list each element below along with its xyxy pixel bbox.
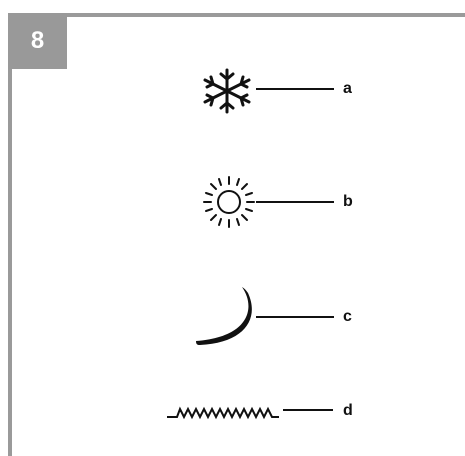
legend-item-a: a: [0, 60, 465, 120]
zigzag-wire-icon: [167, 406, 279, 420]
snowflake-icon: [203, 68, 251, 114]
frame-left-border: [8, 13, 12, 456]
leader-line-a: [256, 88, 334, 90]
leader-line-c: [256, 316, 334, 318]
label-d: d: [343, 402, 353, 419]
leader-line-b: [256, 201, 334, 203]
legend-item-c: c: [0, 283, 465, 345]
legend-item-b: b: [0, 172, 465, 232]
label-a: a: [343, 80, 352, 97]
label-c: c: [343, 308, 352, 325]
sun-icon: [203, 176, 255, 228]
frame-top-border: [8, 13, 465, 17]
label-b: b: [343, 193, 353, 210]
legend-item-d: d: [0, 393, 465, 453]
figure-number-badge: 8: [8, 13, 67, 69]
leader-line-d: [283, 409, 333, 411]
crescent-moon-icon: [196, 287, 252, 345]
